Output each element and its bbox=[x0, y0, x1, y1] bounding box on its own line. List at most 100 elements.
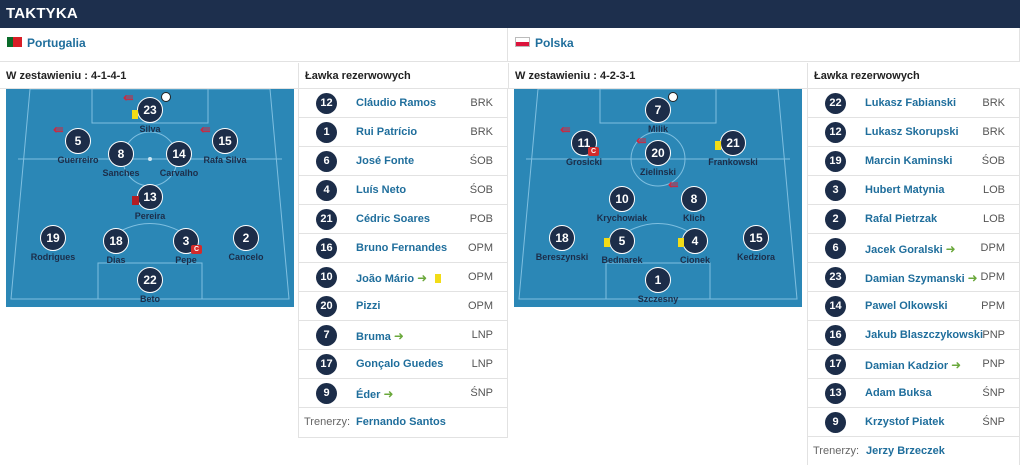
shirt-number: 10 bbox=[609, 186, 635, 212]
coach-name-link[interactable]: Jerzy Brzeczek bbox=[866, 445, 945, 457]
player-name-link[interactable]: Hubert Matynia bbox=[865, 184, 945, 196]
coach-name-link[interactable]: Fernando Santos bbox=[356, 416, 446, 428]
player-18-bereszynski[interactable]: 18 Bereszynski bbox=[527, 225, 597, 262]
player-15-kedziora[interactable]: 15 Kedziora bbox=[721, 225, 791, 262]
position: LNP bbox=[471, 329, 493, 341]
player-name-link[interactable]: Gonçalo Guedes bbox=[356, 358, 444, 370]
away-team-link[interactable]: Polska bbox=[535, 36, 574, 50]
shirt-number: 8 bbox=[108, 141, 134, 167]
player-5-guerreiro[interactable]: 5 Guerreiro bbox=[43, 128, 113, 165]
substitution-out-icon: ⇚ bbox=[560, 122, 571, 137]
player-name-link[interactable]: Éder➜ bbox=[356, 387, 394, 401]
player-22-beto[interactable]: 22 Beto bbox=[115, 267, 185, 304]
player-8-klich[interactable]: 8 Klich bbox=[659, 186, 729, 223]
player-name-link[interactable]: Marcin Kaminski bbox=[865, 155, 953, 167]
player-name-link[interactable]: Bruno Fernandes bbox=[356, 242, 448, 254]
coach-label: Trenerzy: bbox=[304, 416, 351, 428]
player-8-sanches[interactable]: 8 Sanches bbox=[86, 141, 156, 178]
player-21-frankowski[interactable]: 21 Frankowski bbox=[698, 130, 768, 167]
shirt-number: 6 bbox=[316, 151, 337, 172]
shirt-number: 6 bbox=[825, 238, 846, 259]
player-name-link[interactable]: Lukasz Skorupski bbox=[865, 126, 959, 138]
shirt-number: 7 bbox=[645, 97, 671, 123]
away-bench-label: Ławka rezerwowych bbox=[807, 63, 1020, 89]
player-name-link[interactable]: José Fonte bbox=[356, 155, 415, 167]
player-name: Klich bbox=[682, 213, 705, 223]
substitution-out-icon: ⇚ bbox=[200, 122, 211, 137]
player-name-link[interactable]: Damian Kadzior➜ bbox=[865, 358, 961, 372]
player-7-milik[interactable]: 7 Milik bbox=[623, 97, 693, 134]
player-10-krychowiak[interactable]: 10 Krychowiak bbox=[587, 186, 657, 223]
player-4-cionek[interactable]: 4 Cionek bbox=[660, 228, 730, 265]
player-23-silva[interactable]: 23 Silva bbox=[115, 97, 185, 134]
player-20-zielinski[interactable]: 20 Zielinski bbox=[623, 140, 693, 177]
player-name-link[interactable]: Damian Szymanski➜ bbox=[865, 271, 978, 285]
player-19-rodrigues[interactable]: 19 Rodrigues bbox=[18, 225, 88, 262]
player-2-cancelo[interactable]: 2 Cancelo bbox=[211, 225, 281, 262]
player-name-link[interactable]: Bruma➜ bbox=[356, 329, 404, 343]
player-11-grosicki[interactable]: 11 Grosicki bbox=[549, 130, 619, 167]
position: ŚNP bbox=[982, 416, 1005, 428]
substitution-in-icon: ➜ bbox=[393, 329, 404, 343]
position: ŚOB bbox=[469, 155, 493, 167]
player-name-link[interactable]: Cláudio Ramos bbox=[356, 97, 437, 109]
shirt-number: 8 bbox=[681, 186, 707, 212]
player-name: Pepe bbox=[175, 255, 197, 265]
red-card-icon bbox=[132, 196, 139, 205]
position: LOB bbox=[982, 184, 1005, 196]
player-name-link[interactable]: Cédric Soares bbox=[356, 213, 430, 225]
player-name: Szczesny bbox=[637, 294, 679, 304]
player-5-bednarek[interactable]: 5 Bednarek bbox=[587, 228, 657, 265]
yellow-card-icon bbox=[715, 141, 721, 150]
player-name: Carvalho bbox=[159, 168, 199, 178]
poland-flag-icon bbox=[515, 37, 530, 47]
home-team-link[interactable]: Portugalia bbox=[27, 36, 86, 50]
player-name-link[interactable]: Pawel Olkowski bbox=[865, 300, 948, 312]
player-3-pepe[interactable]: 3 Pepe bbox=[151, 228, 221, 265]
shirt-number: 23 bbox=[825, 267, 846, 288]
bench-row[interactable]: 6 José Fonte ŚOB bbox=[299, 147, 507, 176]
player-14-carvalho[interactable]: 14 Carvalho bbox=[144, 141, 214, 178]
player-18-dias[interactable]: 18 Dias bbox=[81, 228, 151, 265]
player-name-link[interactable]: Luís Neto bbox=[356, 184, 407, 196]
player-name: Frankowski bbox=[708, 157, 758, 167]
player-name-link[interactable]: Pizzi bbox=[356, 300, 381, 312]
player-name-link[interactable]: Jakub Blaszczykowski bbox=[865, 329, 984, 341]
player-15-rafa-silva[interactable]: 15 Rafa Silva bbox=[190, 128, 260, 165]
player-name-link[interactable]: Adam Buksa bbox=[865, 387, 932, 399]
shirt-number: 15 bbox=[212, 128, 238, 154]
player-name-link[interactable]: Rui Patrício bbox=[356, 126, 418, 138]
shirt-number: 4 bbox=[682, 228, 708, 254]
player-name-link[interactable]: Krzystof Piatek bbox=[865, 416, 945, 428]
shirt-number: 18 bbox=[103, 228, 129, 254]
player-1-szczesny[interactable]: 1 Szczesny bbox=[623, 267, 693, 304]
player-name-link[interactable]: João Mário➜ bbox=[356, 271, 442, 285]
player-name-link[interactable]: Lukasz Fabianski bbox=[865, 97, 957, 109]
position: LOB bbox=[982, 213, 1005, 225]
player-13-pereira[interactable]: 13 Pereira bbox=[115, 184, 185, 221]
player-name-link[interactable]: Rafal Pietrzak bbox=[865, 213, 938, 225]
player-name-link[interactable]: Jacek Goralski➜ bbox=[865, 242, 956, 256]
